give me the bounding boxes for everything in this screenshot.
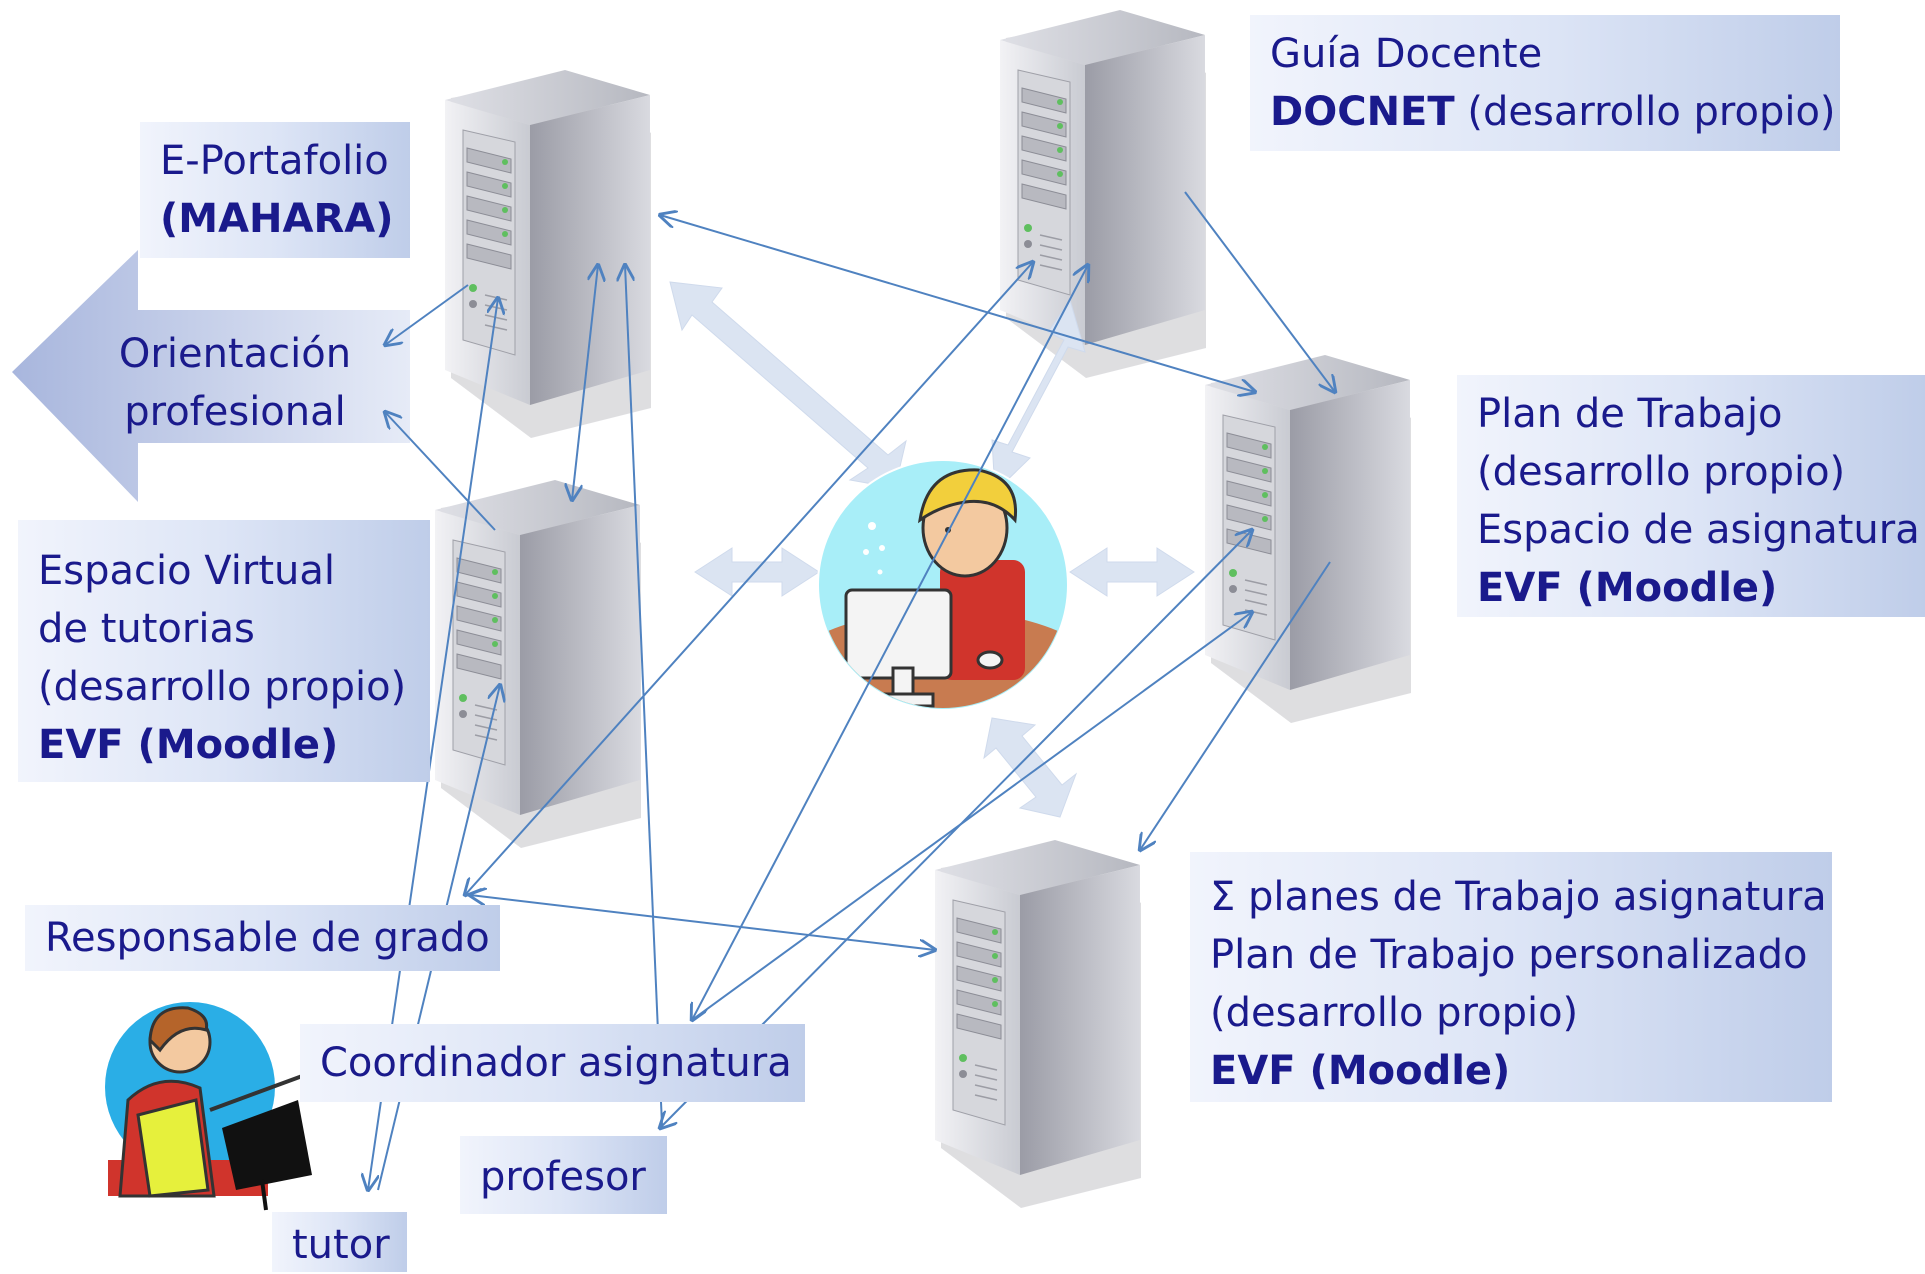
espacio-title-1: Espacio Virtual (38, 548, 336, 594)
role-responsable: Responsable de grado (25, 905, 500, 971)
espacio-note: (desarrollo propio) (38, 664, 407, 710)
espacio-system: EVF (Moodle) (38, 722, 339, 768)
guia-system: DOCNET (1270, 89, 1455, 135)
server-eportafolio (444, 69, 652, 439)
espacio-title-2: de tutorias (38, 606, 255, 652)
orientacion-line2: profesional (124, 389, 346, 435)
server-plan-trabajo (1204, 354, 1412, 724)
role-tutor: tutor (272, 1212, 407, 1272)
plan-title: Plan de Trabajo (1477, 391, 1783, 437)
node-guia-docente: Guía Docente DOCNET (desarrollo propio) (1250, 15, 1840, 151)
node-orientacion: Orientación profesional (95, 325, 375, 441)
role-profesor: profesor (460, 1136, 667, 1214)
server-espacio-tutorias (434, 479, 642, 849)
orientacion-line1: Orientación (118, 331, 352, 377)
role-coordinador: Coordinador asignatura (300, 1024, 805, 1102)
node-plan-trabajo: Plan de Trabajo (desarrollo propio) Espa… (1457, 375, 1925, 617)
node-espacio-tutorias: Espacio Virtual de tutorias (desarrollo … (18, 520, 430, 782)
student-illustration (817, 459, 1069, 711)
coordinador-label: Coordinador asignatura (320, 1040, 792, 1086)
guia-system-note: (desarrollo propio) (1454, 89, 1836, 135)
teacher-illustration (105, 1002, 312, 1211)
eportafolio-title: E-Portafolio (160, 138, 389, 184)
plan-space: Espacio de asignatura (1477, 507, 1920, 553)
sigma-subtitle: Plan de Trabajo personalizado (1210, 932, 1808, 978)
node-planes-personalizados: Σ planes de Trabajo asignatura Plan de T… (1190, 852, 1832, 1102)
server-planes-personalizados (934, 839, 1142, 1209)
guia-title: Guía Docente (1270, 31, 1543, 77)
profesor-label: profesor (480, 1154, 646, 1200)
career-guidance-arrow (12, 250, 410, 502)
sigma-system: EVF (Moodle) (1210, 1048, 1511, 1094)
plan-note: (desarrollo propio) (1477, 449, 1846, 495)
responsable-label: Responsable de grado (45, 915, 490, 961)
sigma-title: Σ planes de Trabajo asignatura (1210, 874, 1827, 920)
server-guia-docente (999, 9, 1207, 379)
node-eportafolio: E-Portafolio (MAHARA) (140, 122, 410, 258)
tutor-label: tutor (292, 1222, 390, 1268)
plan-system: EVF (Moodle) (1477, 565, 1778, 611)
eportafolio-system: (MAHARA) (160, 196, 394, 242)
sigma-note: (desarrollo propio) (1210, 990, 1579, 1036)
